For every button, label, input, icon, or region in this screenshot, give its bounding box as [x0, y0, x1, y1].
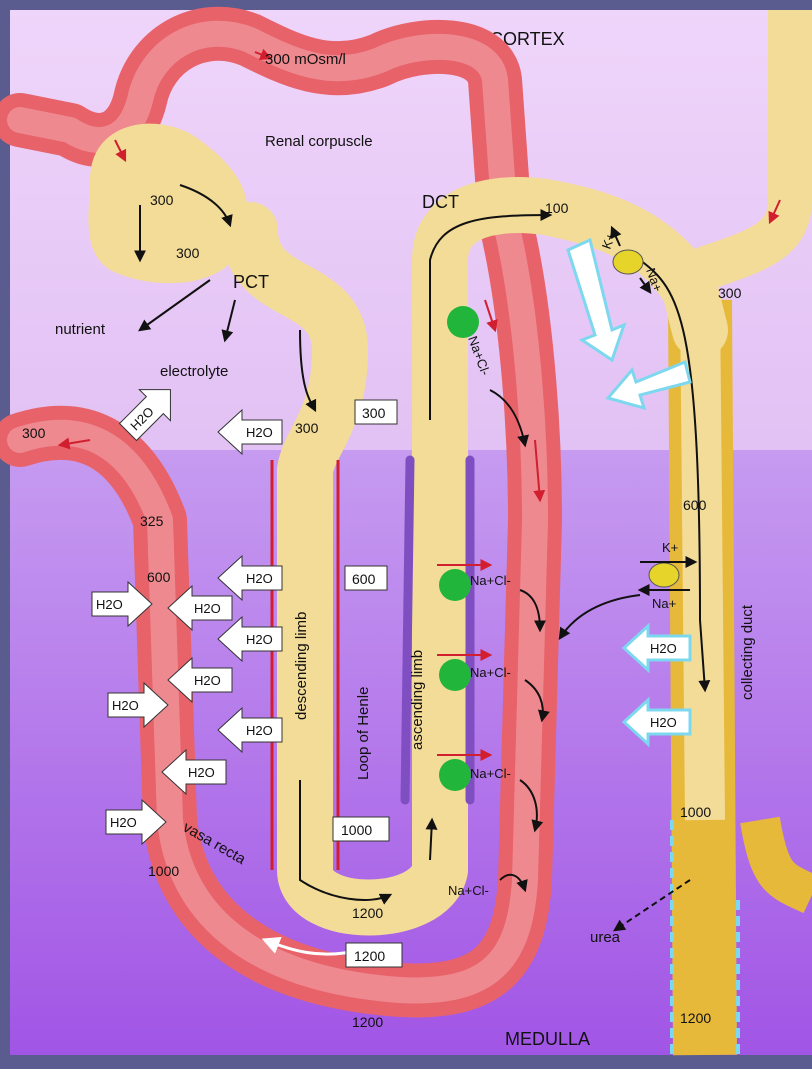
svg-text:H2O: H2O	[650, 641, 677, 656]
renal-corpuscle-label: Renal corpuscle	[265, 133, 373, 150]
svg-text:1200: 1200	[354, 948, 385, 964]
ascending-limb-label: ascending limb	[409, 650, 426, 750]
svg-text:H2O: H2O	[650, 715, 677, 730]
dct-100: 100	[545, 200, 569, 216]
svg-text:H2O: H2O	[246, 632, 273, 647]
interstitial-box-600: 600	[345, 566, 387, 590]
svg-text:H2O: H2O	[110, 815, 137, 830]
corpuscle-300-top: 300	[150, 192, 174, 208]
svg-text:H2O: H2O	[188, 765, 215, 780]
svg-text:1000: 1000	[341, 822, 372, 838]
vr-1000: 1000	[148, 863, 179, 879]
dct-label: DCT	[422, 192, 459, 212]
interstitial-box-1000: 1000	[333, 817, 389, 841]
vr-1200: 1200	[352, 1014, 383, 1030]
svg-text:Na+Cl-: Na+Cl-	[470, 573, 511, 588]
cd-1200: 1200	[680, 1010, 711, 1026]
cd-1000: 1000	[680, 804, 711, 820]
nacl-free-label: Na+Cl-	[448, 883, 489, 898]
svg-text:600: 600	[352, 571, 376, 587]
svg-text:300: 300	[362, 405, 386, 421]
vr-325: 325	[140, 513, 164, 529]
cd-300: 300	[718, 285, 742, 301]
svg-text:Na+Cl-: Na+Cl-	[470, 665, 511, 680]
corpuscle-300-mid: 300	[176, 245, 200, 261]
svg-text:H2O: H2O	[96, 597, 123, 612]
medulla-label: MEDULLA	[505, 1029, 590, 1049]
svg-text:Na+: Na+	[652, 596, 676, 611]
desc-300: 300	[295, 420, 319, 436]
loop-of-henle-label: Loop of Henle	[355, 687, 372, 780]
svg-text:H2O: H2O	[194, 601, 221, 616]
cd-600: 600	[683, 497, 707, 513]
interstitial-box-300: 300	[355, 400, 397, 424]
svg-text:H2O: H2O	[112, 698, 139, 713]
loop-bottom-1200: 1200	[352, 905, 383, 921]
osm-top-label: 300 mOsm/l	[265, 51, 346, 68]
svg-text:Na+Cl-: Na+Cl-	[470, 766, 511, 781]
electrolyte-label: electrolyte	[160, 363, 228, 380]
vr-300: 300	[22, 425, 46, 441]
urea-label: urea	[590, 929, 621, 946]
vr-600: 600	[147, 569, 171, 585]
svg-text:H2O: H2O	[246, 425, 273, 440]
svg-text:H2O: H2O	[246, 723, 273, 738]
descending-limb-label: descending limb	[293, 612, 310, 720]
svg-text:K+: K+	[662, 540, 678, 555]
nutrient-label: nutrient	[55, 321, 106, 338]
collecting-duct-label: collecting duct	[739, 604, 756, 700]
pct-label: PCT	[233, 272, 269, 292]
interstitial-box-1200: 1200	[346, 943, 402, 967]
svg-text:H2O: H2O	[246, 571, 273, 586]
svg-text:H2O: H2O	[194, 673, 221, 688]
